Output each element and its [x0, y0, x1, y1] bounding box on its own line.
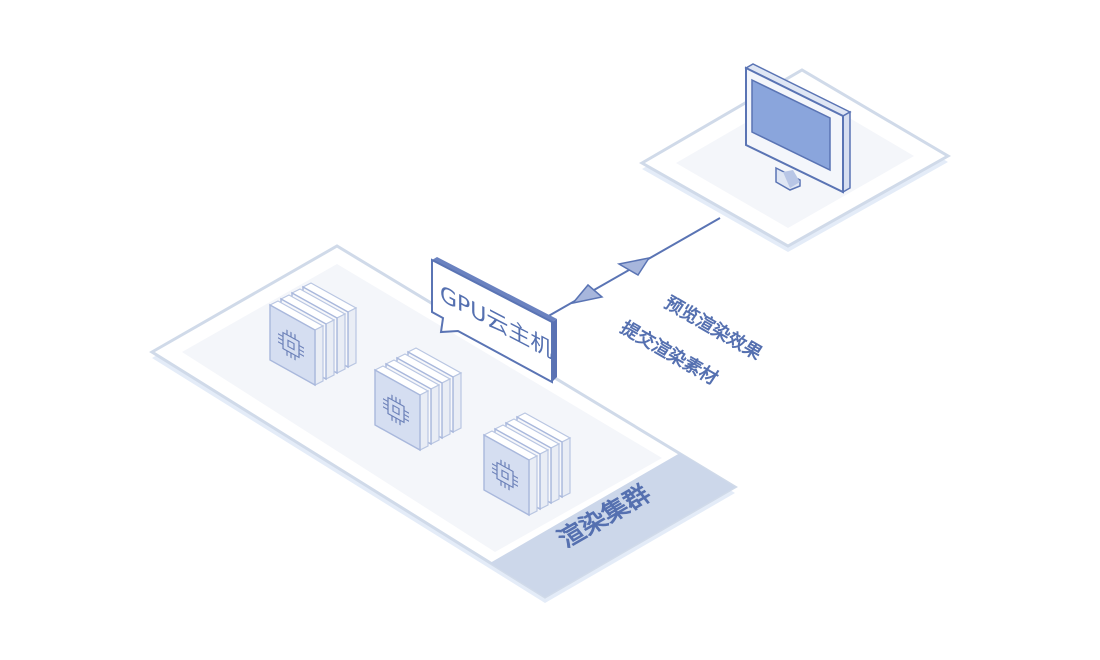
chip-pin	[404, 413, 409, 418]
monitor-screen	[751, 78, 831, 172]
server-stacks	[268, 282, 572, 517]
chip-pin	[299, 352, 304, 357]
chip-pin	[492, 471, 497, 476]
chip-core	[501, 469, 509, 481]
chip-pin	[513, 482, 518, 487]
server-side	[561, 437, 571, 498]
server-front	[483, 433, 530, 517]
chip-pin	[513, 478, 518, 483]
server-stack	[268, 282, 358, 387]
server-side	[347, 307, 357, 368]
platform-label-band	[490, 453, 735, 597]
chip-icon	[278, 329, 304, 361]
chip-pin	[383, 406, 388, 411]
server-side	[528, 455, 538, 516]
chip-pin	[404, 409, 409, 414]
server-side	[325, 319, 335, 380]
server-side	[430, 384, 440, 445]
server-unit	[268, 300, 325, 387]
server-side	[550, 443, 560, 504]
monitor-neck	[783, 170, 800, 188]
sign-top-edge	[432, 257, 557, 322]
server-front	[269, 303, 316, 387]
server-unit	[373, 365, 430, 452]
server-side	[441, 378, 451, 439]
arrowhead-to-monitor-icon	[616, 256, 651, 277]
chip-pin	[492, 467, 497, 472]
chip-icon	[492, 459, 518, 491]
chip-pin	[513, 474, 518, 479]
monitor-side	[842, 110, 851, 194]
server-side	[452, 372, 462, 433]
chip-pin	[278, 341, 283, 346]
chip-core	[287, 339, 295, 351]
chip-pin	[299, 344, 304, 349]
server-front	[374, 368, 421, 452]
server-stack	[373, 347, 463, 452]
chip-pin	[404, 417, 409, 422]
chip-core	[392, 404, 400, 416]
chip-pin	[492, 463, 497, 468]
server-stack	[482, 412, 572, 517]
server-side	[314, 325, 324, 386]
chip-pin	[278, 333, 283, 338]
bidirectional-arrow	[544, 217, 721, 319]
speech-bubble-icon	[431, 258, 553, 384]
chip-pin	[278, 337, 283, 342]
server-side	[336, 313, 346, 374]
monitor-icon	[744, 63, 852, 194]
chip-icon	[383, 394, 409, 426]
server-side	[419, 390, 429, 451]
chip-pin	[299, 348, 304, 353]
arrowhead-to-gpu-icon	[571, 283, 604, 305]
server-unit	[482, 430, 539, 517]
chip-pin	[383, 402, 388, 407]
server-side	[539, 449, 549, 510]
sign-side-edge	[552, 319, 557, 382]
chip-pin	[383, 398, 388, 403]
